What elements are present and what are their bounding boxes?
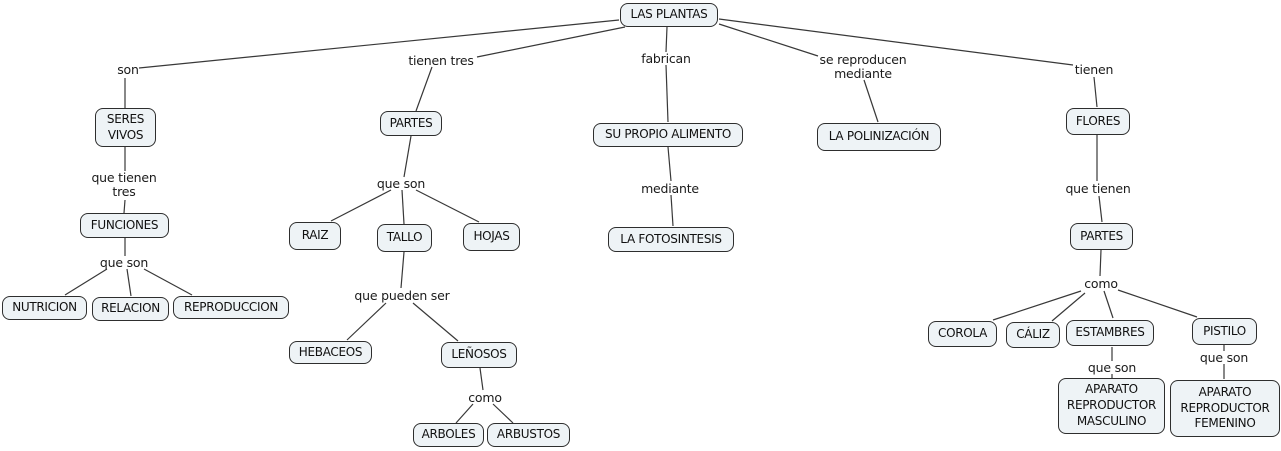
edge-label-que-tienen: que tienen bbox=[1065, 181, 1131, 196]
edge-line bbox=[492, 403, 514, 424]
edge-line bbox=[479, 367, 484, 391]
edge-label-se-reproducen-mediante: se reproducen mediante bbox=[819, 52, 907, 81]
edge-label-que-son-pistilo: que son bbox=[1199, 350, 1249, 365]
node-arboles: ARBOLES bbox=[413, 423, 484, 447]
edge-label-que-son-estambres: que son bbox=[1087, 360, 1137, 375]
node-la-fotosintesis: LA FOTOSINTESIS bbox=[608, 227, 734, 252]
node-lenosos: LEÑOSOS bbox=[441, 342, 517, 368]
edge-label-son: son bbox=[117, 62, 139, 77]
edge-line bbox=[667, 146, 672, 182]
edge-label-que-pueden-ser: que pueden ser bbox=[354, 288, 450, 303]
edge-line bbox=[400, 251, 405, 289]
edge-label-que-son-partes: que son bbox=[376, 176, 426, 191]
edge-label-mediante: mediante bbox=[641, 181, 699, 196]
edge-line bbox=[476, 26, 626, 58]
edge-line bbox=[403, 135, 412, 178]
edge-label-que-son-funciones: que son bbox=[99, 255, 149, 270]
edge-line bbox=[1117, 289, 1198, 318]
node-flores: FLORES bbox=[1066, 108, 1130, 135]
node-pistilo: PISTILO bbox=[1192, 318, 1257, 345]
node-raiz: RAIZ bbox=[289, 222, 341, 250]
edge-line bbox=[455, 403, 474, 424]
edge-line bbox=[718, 18, 1074, 66]
edge-label-tienen: tienen bbox=[1074, 62, 1114, 77]
node-hojas: HOJAS bbox=[463, 223, 520, 251]
node-partes: PARTES bbox=[380, 111, 442, 136]
node-tallo: TALLO bbox=[377, 224, 432, 252]
edge-line bbox=[665, 64, 669, 123]
node-aparato-masculino: APARATO REPRODUCTOR MASCULINO bbox=[1058, 378, 1165, 434]
node-aparato-femenino: APARATO REPRODUCTOR FEMENINO bbox=[1170, 380, 1280, 437]
edge-label-fabrican: fabrican bbox=[641, 51, 691, 66]
node-corola: COROLA bbox=[928, 321, 997, 347]
node-relacion: RELACION bbox=[92, 297, 169, 321]
edge-line bbox=[863, 79, 879, 123]
edge-line bbox=[126, 268, 132, 297]
node-partes-flor: PARTES bbox=[1070, 223, 1133, 250]
node-caliz: CÁLIZ bbox=[1006, 322, 1060, 348]
edge-label-como-partes: como bbox=[1084, 276, 1118, 291]
node-su-propio-alimento: SU PROPIO ALIMENTO bbox=[593, 123, 743, 147]
edge-line bbox=[346, 302, 387, 341]
edge-line bbox=[1103, 290, 1114, 319]
edge-line bbox=[415, 66, 433, 112]
edge-label-como-lenosos: como bbox=[468, 390, 502, 405]
edge-line bbox=[143, 268, 193, 296]
node-estambres: ESTAMBRES bbox=[1066, 320, 1154, 346]
node-reproduccion: REPRODUCCION bbox=[173, 296, 289, 319]
edge-line bbox=[415, 189, 480, 223]
node-nutricion: NUTRICION bbox=[2, 296, 87, 320]
node-funciones: FUNCIONES bbox=[80, 213, 169, 238]
edge-line bbox=[123, 199, 126, 214]
edge-line bbox=[401, 189, 405, 225]
node-la-polinizacion: LA POLINIZACIÓN bbox=[817, 123, 941, 151]
node-seres-vivos: SERES VIVOS bbox=[95, 108, 156, 147]
edge-line bbox=[1098, 195, 1103, 223]
edge-line bbox=[412, 302, 459, 342]
edge-line bbox=[1099, 249, 1102, 277]
edge-line bbox=[670, 194, 674, 227]
edge-line bbox=[64, 268, 108, 296]
edges-group bbox=[64, 18, 1225, 424]
edge-line bbox=[1051, 292, 1086, 322]
node-las-plantas: LAS PLANTAS bbox=[620, 3, 718, 27]
edge-line bbox=[330, 189, 392, 222]
edge-label-que-tienen-tres: que tienen tres bbox=[91, 170, 157, 199]
edge-line bbox=[665, 26, 668, 53]
edge-line bbox=[718, 23, 819, 57]
node-arbustos: ARBUSTOS bbox=[487, 423, 570, 447]
edge-line bbox=[138, 19, 620, 69]
edge-line bbox=[992, 290, 1082, 321]
edge-line bbox=[1093, 76, 1098, 108]
edge-label-tienen-tres: tienen tres bbox=[408, 53, 474, 68]
node-hebaceos: HEBACEOS bbox=[289, 341, 372, 364]
